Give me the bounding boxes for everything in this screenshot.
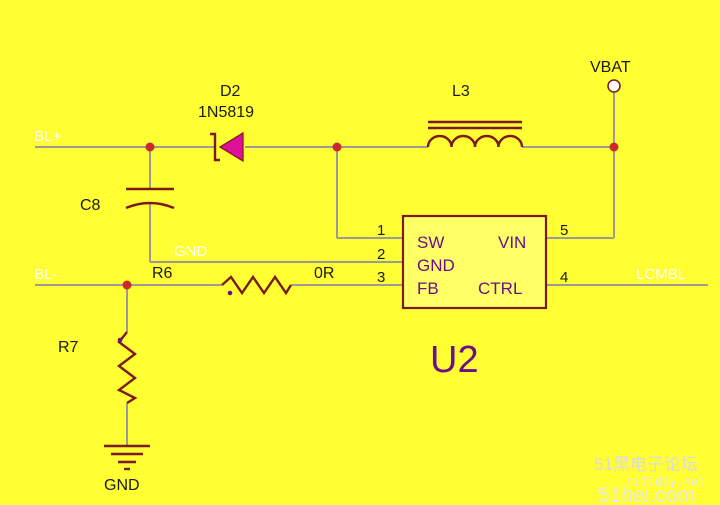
ic-ref-label: U2: [430, 339, 479, 381]
diode-part-label: 1N5819: [198, 104, 254, 121]
diode-ref-label: D2: [220, 83, 241, 100]
net-label-bl-plus: BL+: [34, 128, 61, 145]
ic-pin-number-4: 4: [560, 269, 568, 286]
ic-pin-number-3: 3: [377, 269, 385, 286]
watermark-forum-name: 51黑电子论坛: [594, 455, 698, 474]
diode-cathode-bar: [210, 132, 220, 162]
resistor-pin1-dot: [227, 290, 233, 296]
ic-pin-name-gnd: GND: [417, 256, 455, 275]
inductor-l3[interactable]: [426, 120, 524, 148]
ic-pin-name-sw: SW: [417, 233, 444, 252]
inductor-coil: [426, 134, 524, 148]
wires: [35, 92, 708, 445]
capacitor-c8[interactable]: [125, 187, 175, 210]
ground-symbol[interactable]: [104, 444, 150, 471]
junction-dot: [145, 142, 155, 152]
watermark: 51黑电子论坛 hifidiy.net 51hei.com: [594, 455, 705, 505]
vbat-label: VBAT: [590, 59, 631, 76]
ic-pin-number-2: 2: [377, 246, 385, 263]
r6-ref-label: R6: [152, 265, 173, 282]
ic-pin-name-vin: VIN: [498, 233, 526, 252]
vbat-terminal[interactable]: [607, 79, 621, 93]
inductor-ref-label: L3: [452, 83, 470, 100]
net-label-bl-minus: BL-: [34, 266, 57, 283]
ic-pin-number-1: 1: [377, 222, 385, 239]
cap-ref-label: C8: [80, 197, 101, 214]
ic-body: [401, 214, 548, 310]
resistor-zigzag: [221, 274, 293, 296]
ground-label: GND: [104, 477, 140, 494]
r6-value-label: 0R: [314, 265, 334, 282]
cap-plate-curved: [125, 201, 175, 210]
junctions: [122, 142, 619, 290]
ic-pin-number-5: 5: [560, 222, 568, 239]
diode-triangle: [218, 131, 244, 163]
junction-dot: [609, 142, 619, 152]
ic-pin-name-ctrl: CTRL: [478, 279, 522, 298]
ic-pin-name-fb: FB: [417, 279, 439, 298]
r7-ref-label: R7: [58, 339, 79, 356]
resistor-zigzag: [116, 331, 138, 405]
diode-d2[interactable]: [210, 131, 244, 163]
net-label-lcmbl: LCMBL: [636, 266, 686, 283]
watermark-domain-hifidiy: hifidiy.net: [626, 475, 705, 489]
watermark-domain-51hei: 51hei.com: [598, 484, 695, 505]
resistor-pin1-dot: [117, 337, 123, 343]
net-label-gnd: GND: [174, 243, 208, 260]
resistor-r6[interactable]: [221, 274, 293, 296]
ic-u2[interactable]: SW GND FB CTRL VIN: [401, 214, 548, 310]
junction-dot: [122, 280, 132, 290]
junction-dot: [332, 142, 342, 152]
resistor-r7[interactable]: [116, 331, 138, 405]
